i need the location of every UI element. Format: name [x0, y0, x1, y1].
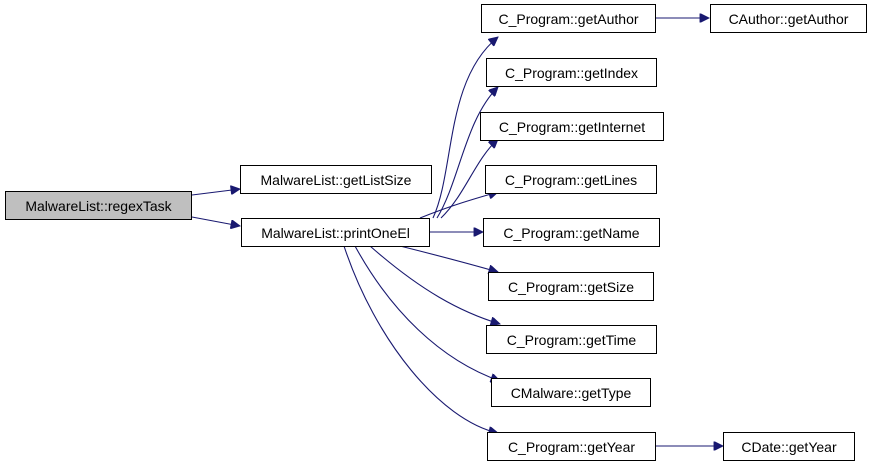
edge-printoneel-gettype	[354, 245, 500, 381]
node-cprogram-getyear[interactable]: C_Program::getYear	[487, 432, 656, 461]
node-malwarelist-regextask: MalwareList::regexTask	[5, 191, 192, 220]
edge-printoneel-getinternet	[440, 139, 498, 219]
node-cdate-getyear[interactable]: CDate::getYear	[723, 432, 855, 461]
node-malwarelist-getlistsize[interactable]: MalwareList::getListSize	[240, 165, 432, 194]
node-cprogram-getinternet[interactable]: C_Program::getInternet	[480, 112, 664, 141]
edge-printoneel-gettime	[369, 245, 500, 324]
edge-regextask-getlistsize	[191, 189, 240, 196]
node-cprogram-getsize[interactable]: C_Program::getSize	[488, 272, 654, 301]
node-cprogram-getindex[interactable]: C_Program::getIndex	[486, 58, 657, 87]
edge-printoneel-getlines	[419, 192, 498, 219]
node-cprogram-getauthor[interactable]: C_Program::getAuthor	[481, 4, 656, 33]
node-cauthor-getauthor[interactable]: CAuthor::getAuthor	[710, 4, 867, 33]
edge-regextask-printoneel	[191, 216, 240, 226]
node-malwarelist-printoneel[interactable]: MalwareList::printOneEl	[241, 218, 430, 247]
node-cprogram-getlines[interactable]: C_Program::getLines	[485, 165, 657, 194]
edge-printoneel-getauthor	[432, 37, 498, 219]
node-cprogram-gettime[interactable]: C_Program::getTime	[486, 325, 657, 354]
edge-printoneel-getyear	[343, 245, 498, 433]
node-cmalware-gettype[interactable]: CMalware::getType	[491, 378, 651, 407]
node-cprogram-getname[interactable]: C_Program::getName	[483, 218, 660, 247]
edge-printoneel-getsize	[399, 245, 498, 272]
edge-printoneel-getindex	[436, 87, 498, 219]
